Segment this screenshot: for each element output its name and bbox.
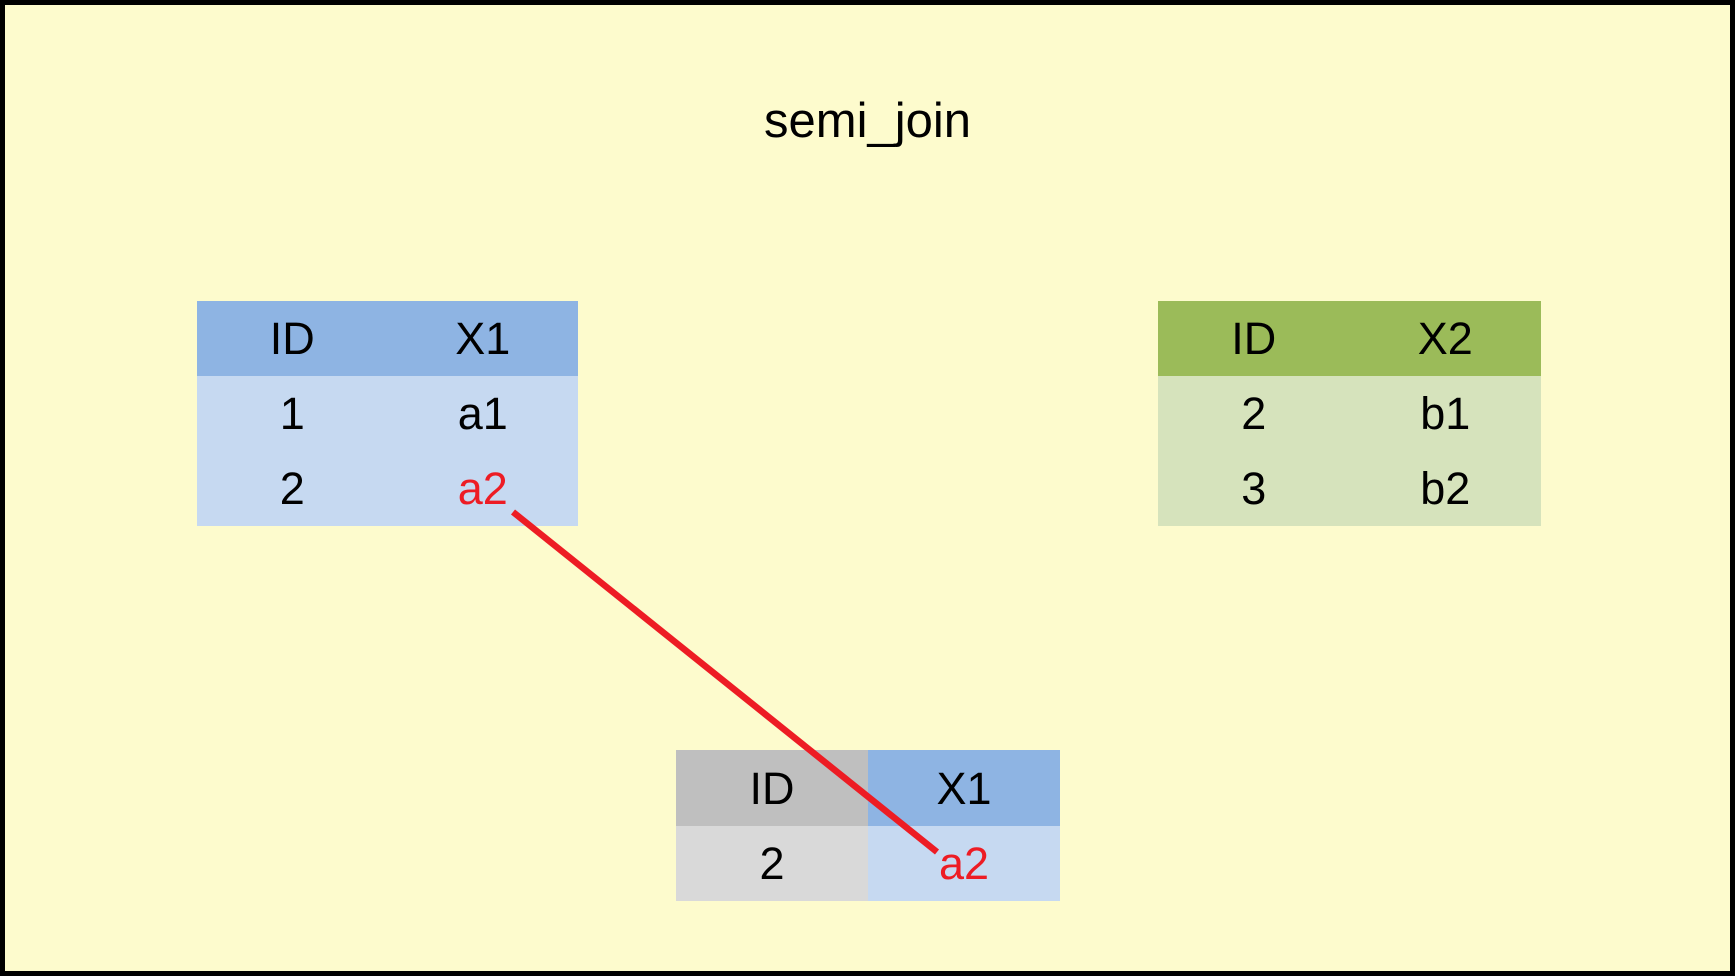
table-y: ID X2 2 b1 3 b2 xyxy=(1158,301,1541,526)
table-y-cell-r1-x2: b1 xyxy=(1349,376,1541,451)
table-y-header-id: ID xyxy=(1158,301,1350,376)
table-result-cell-r1-id: 2 xyxy=(676,826,868,901)
table-result-header-x1: X1 xyxy=(868,750,1060,826)
table-x-header-id: ID xyxy=(197,301,388,376)
table-result: ID X1 2 a2 xyxy=(676,750,1060,901)
table-result-cell-r1-x1-highlighted: a2 xyxy=(868,826,1060,901)
table-x: ID X1 1 a1 2 a2 xyxy=(197,301,578,526)
table-x-header-x1: X1 xyxy=(387,301,578,376)
table-y-cell-r2-x2: b2 xyxy=(1349,451,1541,526)
table-y-cell-r1-id: 2 xyxy=(1158,376,1350,451)
table-y-header-x2: X2 xyxy=(1349,301,1541,376)
table-x-cell-r2-id: 2 xyxy=(197,451,388,526)
table-result-header-id: ID xyxy=(676,750,868,826)
table-x-cell-r1-x1: a1 xyxy=(387,376,578,451)
table-y-cell-r2-id: 3 xyxy=(1158,451,1350,526)
table-x-cell-r1-id: 1 xyxy=(197,376,388,451)
table-x-cell-r2-x1-highlighted: a2 xyxy=(387,451,578,526)
diagram-title: semi_join xyxy=(764,94,971,148)
